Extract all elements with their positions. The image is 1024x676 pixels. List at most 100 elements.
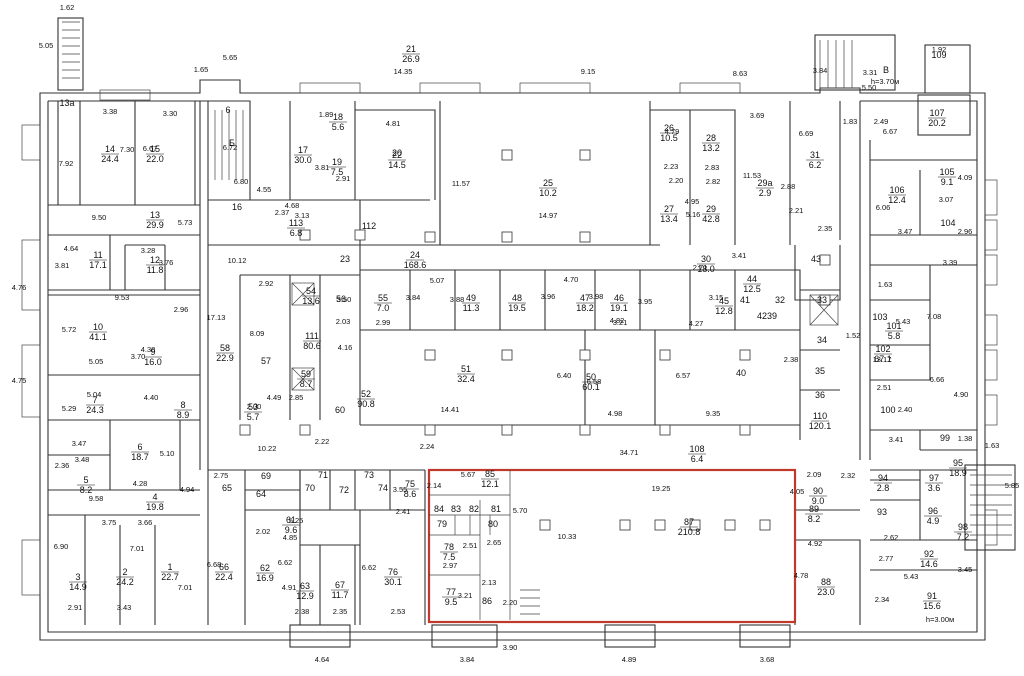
dimension-label: 3.47 bbox=[72, 439, 87, 448]
room-number: 99 bbox=[940, 433, 950, 443]
dimension-label: 2.34 bbox=[875, 595, 890, 604]
room-number: 102 bbox=[875, 344, 890, 354]
room-number: 36 bbox=[815, 390, 825, 400]
room-number: 101 bbox=[886, 321, 901, 331]
room-number: 95 bbox=[953, 458, 963, 468]
room-number: 96 bbox=[928, 506, 938, 516]
room-area: 90.8 bbox=[357, 399, 375, 409]
room-area: 6.2 bbox=[809, 160, 822, 170]
room-number: 9 bbox=[150, 347, 155, 357]
room-number: 41 bbox=[740, 295, 750, 305]
room-number: 64 bbox=[256, 489, 266, 499]
room-number: 47 bbox=[580, 293, 590, 303]
dimension-label: 4.38 bbox=[141, 345, 156, 354]
stair-top-right bbox=[814, 34, 896, 91]
room-number: 82 bbox=[469, 504, 479, 514]
dimension-label: 3.90 bbox=[503, 643, 518, 652]
dimension-label: 2.65 bbox=[487, 538, 502, 547]
room-number: 73 bbox=[364, 470, 374, 480]
dimension-label: 4.89 bbox=[622, 655, 637, 664]
room-number: 35 bbox=[815, 366, 825, 376]
room-number: 15 bbox=[150, 144, 160, 154]
dimension-label: 2.21 bbox=[789, 206, 804, 215]
dimension-label: 6.68 bbox=[207, 560, 222, 569]
dimension-label: 3.84 bbox=[813, 66, 828, 75]
dimension-label: 34.71 bbox=[620, 448, 639, 457]
dimension-label: 3.15 bbox=[709, 293, 724, 302]
room-number: 94 bbox=[878, 473, 888, 483]
room-area: 5.8 bbox=[888, 331, 901, 341]
room-number: 8 bbox=[180, 400, 185, 410]
dimension-label: 4.79 bbox=[665, 127, 680, 136]
room-area: 12.9 bbox=[296, 591, 314, 601]
dimension-label: 2.85 bbox=[289, 393, 304, 402]
dimension-label: 3.66 bbox=[138, 518, 153, 527]
dimension-label: 7.01 bbox=[178, 583, 193, 592]
dimension-label: 2.00 bbox=[247, 402, 262, 411]
dimension-label: 3.13 bbox=[295, 211, 310, 220]
room-area: 9.0 bbox=[812, 496, 825, 506]
dimension-label: 2.91 bbox=[68, 603, 83, 612]
room-number: 26 bbox=[664, 123, 674, 133]
room-number: 59 bbox=[301, 369, 311, 379]
dimension-label: 2.75 bbox=[214, 471, 229, 480]
room-area: 2.8 bbox=[877, 483, 890, 493]
room-number: 55 bbox=[378, 293, 388, 303]
highlighted-area bbox=[427, 468, 797, 624]
room-number: 13 bbox=[150, 210, 160, 220]
dimension-label: 6.62 bbox=[278, 558, 293, 567]
dimension-label: 5.70 bbox=[513, 506, 528, 515]
room-number: 98 bbox=[958, 522, 968, 532]
room-area: 12.4 bbox=[888, 195, 906, 205]
room-number: 69 bbox=[261, 471, 271, 481]
dimension-label: 2.88 bbox=[781, 182, 796, 191]
dimension-label: 6.72 bbox=[223, 143, 238, 152]
dimension-label: 3.41 bbox=[889, 435, 904, 444]
room-number: 97 bbox=[929, 473, 939, 483]
dimension-label: 3.76 bbox=[159, 258, 174, 267]
room-number: 65 bbox=[222, 483, 232, 493]
room-number: 71 bbox=[318, 470, 328, 480]
dimension-label: 7.92 bbox=[59, 159, 74, 168]
dimension-label: 2.09 bbox=[807, 470, 822, 479]
dimension-label: 3.45 bbox=[958, 565, 973, 574]
dimension-label: 5.72 bbox=[62, 325, 77, 334]
dimension-label: 3.84 bbox=[406, 293, 421, 302]
room-number: 22 bbox=[392, 150, 402, 160]
room-number: 103 bbox=[872, 312, 887, 322]
dimension-label: 2.99 bbox=[376, 318, 391, 327]
room-area: 67.1 bbox=[874, 354, 892, 364]
room-area: 16.0 bbox=[144, 357, 162, 367]
dimension-label: 3.84 bbox=[460, 655, 475, 664]
room-area: 22.0 bbox=[146, 154, 164, 164]
room-number: 105 bbox=[939, 167, 954, 177]
dimension-label: 1.62 bbox=[60, 3, 75, 12]
room-area: 10.2 bbox=[539, 188, 557, 198]
dimension-label: 2.13 bbox=[482, 578, 497, 587]
dimension-label: 2.51 bbox=[877, 383, 892, 392]
dimension-label: 2.38 bbox=[784, 355, 799, 364]
dimension-label: 2.14 bbox=[427, 481, 442, 490]
room-area: 5.7 bbox=[247, 412, 260, 422]
dimension-label: 6.06 bbox=[876, 203, 891, 212]
room-number: 29а bbox=[757, 178, 772, 188]
room-number: 72 bbox=[339, 485, 349, 495]
room-number: 6 bbox=[225, 105, 230, 115]
dimension-label: 5.65 bbox=[223, 53, 238, 62]
dimension-label: 10.33 bbox=[558, 532, 577, 541]
dimension-label: 4.64 bbox=[315, 655, 330, 664]
room-area: 7.5 bbox=[331, 167, 344, 177]
dimension-label: 9.35 bbox=[706, 409, 721, 418]
room-number: 111 bbox=[305, 331, 319, 341]
room-number: 81 bbox=[491, 504, 501, 514]
dimension-label: 13.17 bbox=[873, 355, 892, 364]
room-area: 20.2 bbox=[928, 118, 946, 128]
room-area: 23.0 bbox=[817, 587, 835, 597]
dimension-label: 3.48 bbox=[75, 455, 90, 464]
room-area: 30.1 bbox=[384, 577, 402, 587]
room-number: 78 bbox=[444, 542, 454, 552]
dimension-label: 2.71 bbox=[693, 263, 708, 272]
dimension-label: 1.38 bbox=[958, 434, 973, 443]
dimension-label: 2.83 bbox=[705, 163, 720, 172]
dimension-label: 2.23 bbox=[664, 162, 679, 171]
